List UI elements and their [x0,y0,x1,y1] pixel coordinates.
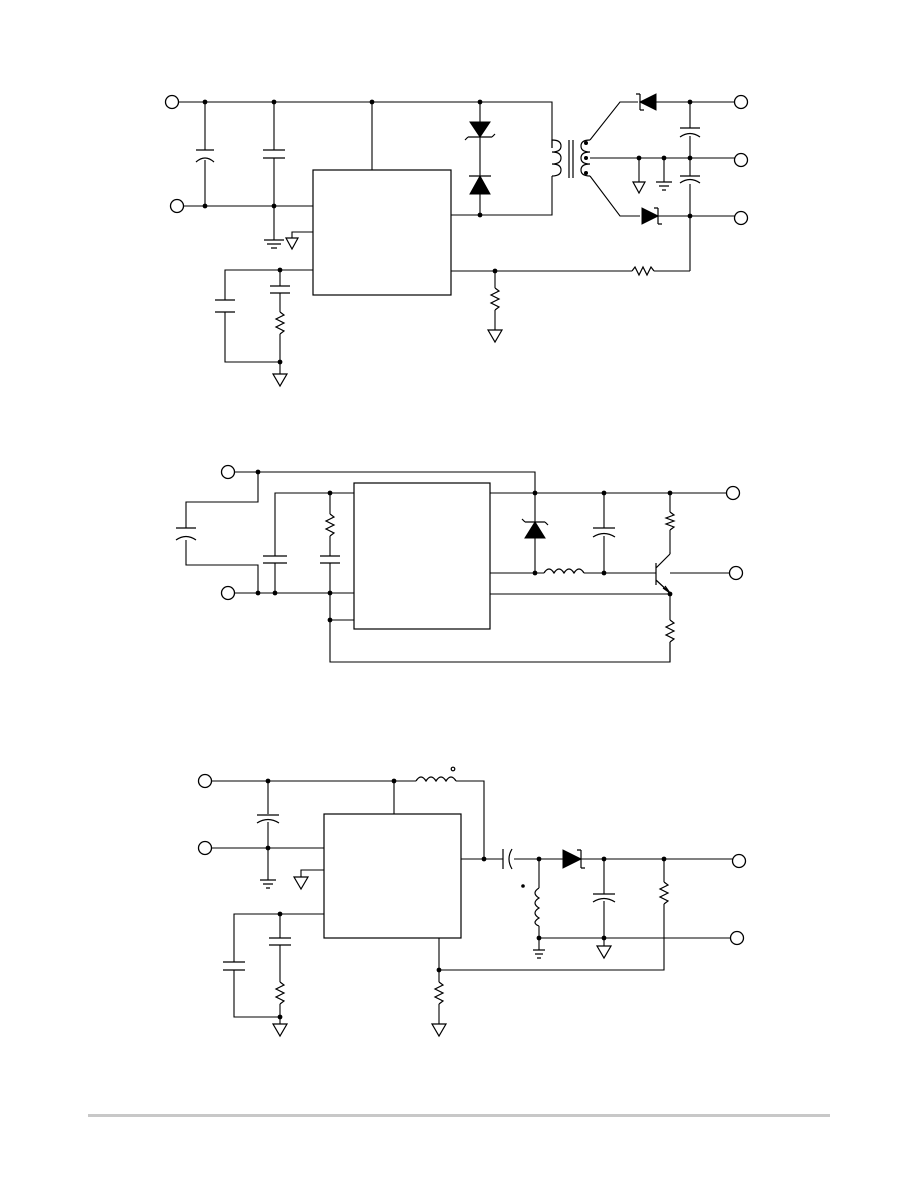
vout-positive-terminal [733,94,749,110]
vin-positive-terminal [164,94,180,110]
fig2-base-resistor [664,511,676,531]
flyback-converter-schematic [164,93,749,388]
fig3-chassis-ground-symbol [260,879,276,889]
fig3-feedback-resistor-bottom [433,981,445,1005]
fig3-compensation-capacitor-1 [223,961,245,971]
fig3-input-capacitor [256,814,280,824]
page-footer-rule [88,1114,830,1117]
feedback-resistor-bottom [489,287,501,311]
flyback-controller-ic [312,169,452,296]
input-capacitor-1 [195,149,215,163]
fig3-compensation-capacitor-2 [269,937,291,946]
fig2-emitter-resistor [664,619,676,643]
fig3-signal-ground-symbol-1 [292,876,310,891]
output-chassis-ground-symbol [656,181,672,191]
fig3-input-positive-terminal [197,773,213,789]
feedback-ground-symbol [486,329,504,344]
fig2-output-capacitor [592,527,616,538]
input-rail-wire [179,101,553,148]
input-capacitor-2 [263,149,285,159]
fig2-input-positive-terminal [220,464,236,480]
transformer-secondary-winding [580,139,591,177]
transformer-core [568,140,574,178]
vout-common-terminal [733,152,749,168]
fig3-inductor-polarity-dot-1 [450,766,456,772]
clamp-zener-diode [469,121,491,138]
junction-dots-fig2 [255,469,673,623]
fig3-controller-ic [323,813,462,939]
signal-ground-symbol-1 [284,237,300,251]
output-ground-symbol [631,181,647,195]
compensation-capacitor-2 [270,285,290,294]
output-capacitor-negative [679,175,701,184]
feedback-resistor-top [631,265,655,277]
compensation-resistor [274,311,286,335]
fig3-inductor-ground-symbol [533,949,545,959]
fig3-coupling-capacitor [502,848,513,870]
fig2-timing-capacitor [320,555,340,564]
fig3-inductor-polarity-dot-2 [521,884,525,888]
fig2-input-negative-terminal [220,585,236,601]
compensation-capacitor-1 [215,299,235,313]
signal-ground-symbol-2 [271,373,289,388]
fig2-output-negative-terminal [728,565,744,581]
fig3-input-inductor [415,776,457,783]
sepic-converter-schematic [197,766,747,1038]
fig3-output-ground-symbol [595,945,613,960]
fig3-feedback-resistor-top [658,881,670,905]
fig2-bypass-capacitor [263,555,287,564]
vin-negative-terminal [169,198,185,214]
fig3-compensation-resistor [274,981,286,1005]
fig3-input-negative-terminal [197,840,213,856]
chassis-ground-symbol [264,239,284,249]
junction-dots-fig1 [202,99,693,365]
fig3-output-negative-terminal [729,930,745,946]
fig2-output-positive-terminal [725,485,741,501]
fig2-sense-resistor [324,513,336,537]
fig2-pass-transistor [655,552,671,594]
transformer-primary-winding [551,139,562,177]
fig3-output-capacitor [592,893,616,903]
fig3-feedback-ground-symbol [430,1023,448,1038]
fig3-signal-ground-symbol-2 [271,1023,289,1038]
fig2-controller-ic [353,482,491,630]
fig3-output-diode [562,849,583,869]
output-diode-negative [641,207,660,225]
junction-dots-fig3 [265,778,667,1020]
fig2-output-inductor [543,568,585,575]
fig3-output-inductor [534,887,541,927]
output-capacitor-positive [679,127,701,138]
vout-negative-terminal [733,210,749,226]
output-diode-positive [638,93,657,111]
fig3-output-positive-terminal [731,853,747,869]
fig2-input-capacitor [175,527,197,541]
buck-converter-schematic [175,464,744,663]
clamp-rectifier-diode [469,174,491,195]
fig2-catch-diode [524,521,546,539]
